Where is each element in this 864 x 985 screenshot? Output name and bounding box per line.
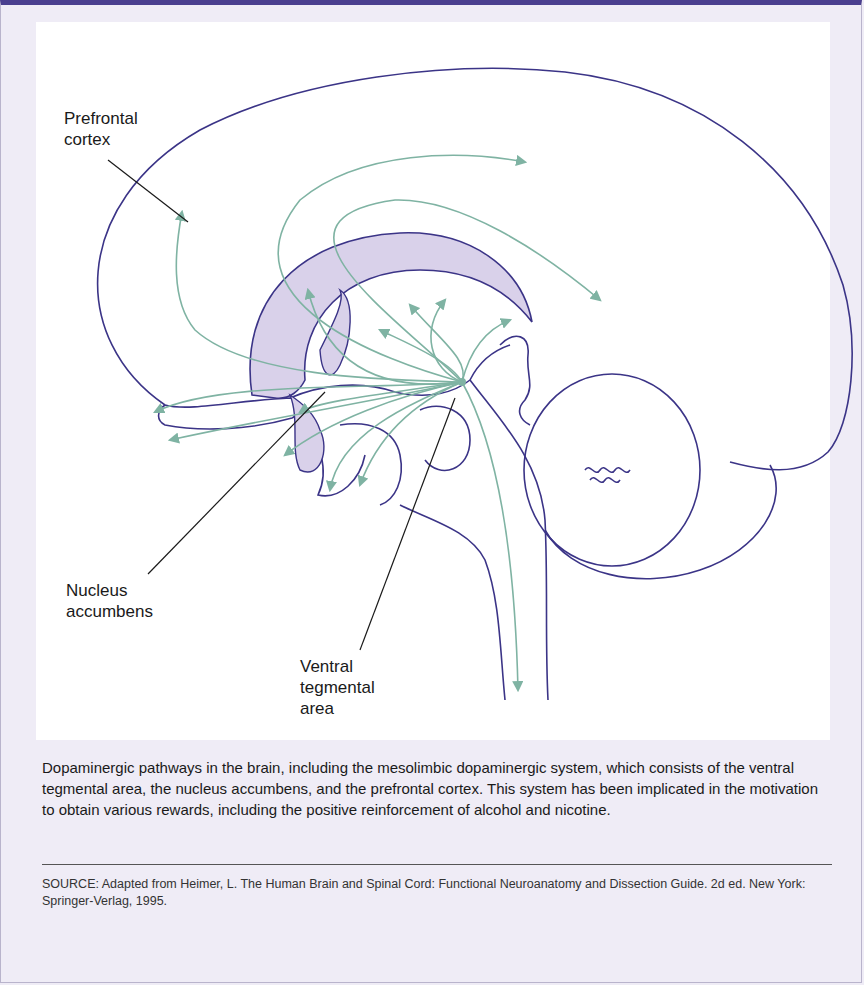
figure-caption: Dopaminergic pathways in the brain, incl… xyxy=(42,757,832,820)
region-label: Nucleus accumbens xyxy=(66,580,176,622)
region-label: Prefrontal cortex xyxy=(64,108,174,150)
source-note: SOURCE: Adapted from Heimer, L. The Huma… xyxy=(42,876,832,910)
region-label: Ventral tegmental area xyxy=(300,656,410,719)
divider-rule xyxy=(42,864,832,865)
